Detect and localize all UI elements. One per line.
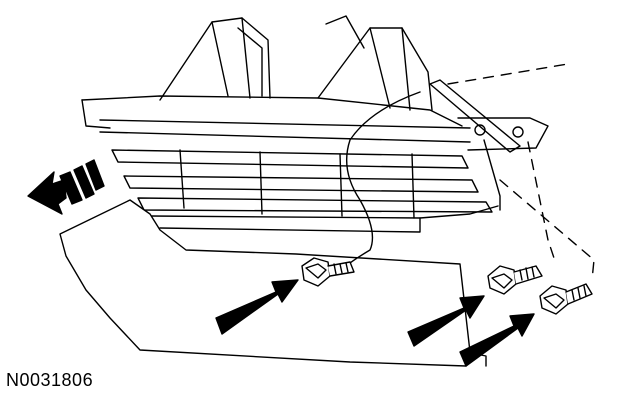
fastener-bolt (487, 265, 543, 295)
fastener-bolt (301, 257, 355, 287)
fastener-pointer-arrow (215, 279, 299, 335)
grille-bracket-assembly (81, 15, 549, 233)
harness-wire (343, 91, 421, 269)
fastener-pointer-arrow (459, 313, 535, 367)
figure-reference-number: N0031806 (6, 370, 94, 390)
fastener-pointer-arrow (407, 295, 485, 347)
removal-direction-arrow (27, 159, 105, 215)
alignment-lines (447, 63, 595, 281)
fastener-bolt (539, 283, 593, 315)
